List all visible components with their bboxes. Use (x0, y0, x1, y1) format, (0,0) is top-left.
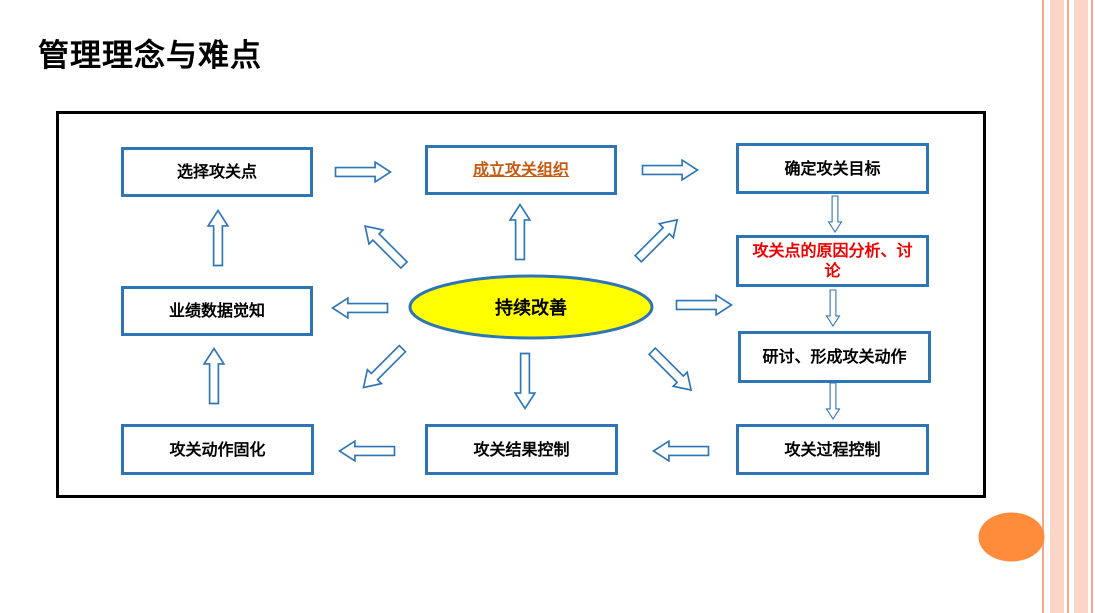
box-solidify-action: 攻关动作固化 (121, 424, 314, 475)
box-cause-analysis: 攻关点的原因分析、讨论 (736, 235, 929, 287)
box-form-team[interactable]: 成立攻关组织 (425, 145, 617, 195)
box-result-control: 攻关结果控制 (425, 424, 618, 475)
page-title: 管理理念与难点 (38, 38, 262, 74)
arrow-goal-to-cause (827, 195, 843, 233)
arrow-center-to-result (513, 352, 537, 410)
box-select-point: 选择攻关点 (121, 147, 313, 197)
box-process-control: 攻关过程控制 (736, 424, 929, 475)
box-data-awareness: 业绩数据觉知 (121, 286, 313, 336)
arrow-center-to-process (643, 342, 700, 399)
arrow-center-to-data (331, 296, 389, 320)
arrow-team-to-goal (641, 158, 699, 182)
arrow-center-to-team (509, 203, 531, 261)
accent-dot (978, 512, 1045, 562)
center-ellipse (408, 274, 654, 340)
box-discuss-action: 研讨、形成攻关动作 (738, 331, 931, 383)
box-set-goal: 确定攻关目标 (736, 143, 929, 194)
center-label: 持续改善 (495, 298, 567, 319)
arrow-process-to-result (652, 439, 710, 463)
arrow-center-to-select (356, 217, 413, 274)
arrow-center-to-cause (675, 293, 733, 317)
arrow-discuss-to-process (825, 382, 841, 420)
arrow-center-to-solidify (355, 340, 411, 396)
arrow-center-to-goal (629, 211, 686, 268)
arrow-cause-to-discuss (825, 289, 841, 327)
arrow-result-to-solidify (338, 439, 396, 463)
arrow-select-to-team (334, 160, 392, 184)
decorative-stripes (1042, 0, 1093, 613)
arrow-data-to-select (207, 209, 229, 267)
arrow-solidify-to-data (203, 347, 225, 405)
